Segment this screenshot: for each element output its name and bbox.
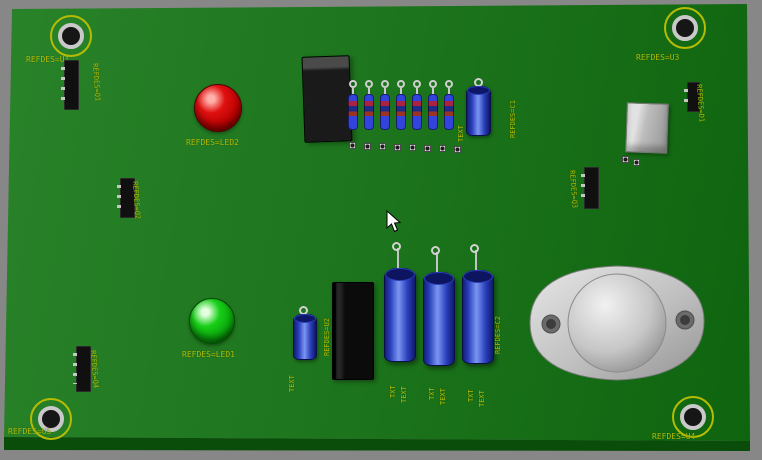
electrolytic-capacitor[interactable] xyxy=(462,270,494,364)
lead-wire xyxy=(432,88,434,94)
resistor-component[interactable] xyxy=(380,80,390,135)
solder-pad xyxy=(349,142,356,149)
lead-wire xyxy=(384,88,386,94)
solder-pad xyxy=(622,156,629,163)
red-led-component[interactable] xyxy=(194,84,242,132)
silkscreen-text: TEXT xyxy=(439,388,447,405)
silkscreen-text: TEXT xyxy=(478,390,486,407)
mounting-hole-bottom-right xyxy=(672,396,714,438)
mounting-hole-bottom-left xyxy=(30,398,72,440)
transistor-component[interactable] xyxy=(117,178,135,218)
silkscreen-text: TXT xyxy=(389,385,397,398)
transistor-component[interactable] xyxy=(73,346,91,392)
lead-loop xyxy=(392,242,401,251)
silkscreen-label-u3: REFDES=U3 xyxy=(636,53,680,62)
solder-pad xyxy=(409,144,416,151)
resistor-body xyxy=(412,94,422,130)
resistor-component[interactable] xyxy=(348,80,358,135)
ic-component[interactable] xyxy=(332,282,374,380)
lead-loop xyxy=(397,80,405,88)
silkscreen-label-led1: REFDES=LED1 xyxy=(182,350,235,359)
lead-wire xyxy=(368,88,370,94)
lead-wire xyxy=(400,88,402,94)
transistor-component[interactable] xyxy=(61,60,79,110)
cursor-arrow-icon xyxy=(386,209,402,233)
silkscreen-label-u5: REFDES=U5 xyxy=(8,427,52,436)
capacitor-component[interactable] xyxy=(466,86,491,136)
silkscreen-text: TXT xyxy=(428,387,436,400)
silkscreen-label-c1: REFDES=C1 xyxy=(509,100,517,138)
solder-pad xyxy=(379,143,386,150)
diode-component[interactable] xyxy=(684,82,700,112)
solder-pad xyxy=(633,159,640,166)
lead-loop xyxy=(365,80,373,88)
lead-loop xyxy=(429,80,437,88)
resistor-body xyxy=(396,94,406,130)
resistor-body xyxy=(428,94,438,130)
lead-loop xyxy=(349,80,357,88)
silkscreen-text: TEXT xyxy=(457,125,465,142)
mouse-cursor xyxy=(386,209,402,234)
resistor-component[interactable] xyxy=(428,80,438,135)
lead-wire xyxy=(416,88,418,94)
lead-wire xyxy=(352,88,354,94)
silkscreen-text: TXT xyxy=(467,389,475,402)
green-led-component[interactable] xyxy=(189,298,235,344)
electrolytic-capacitor[interactable] xyxy=(384,268,416,362)
electrolytic-capacitor[interactable] xyxy=(423,272,455,366)
lead-loop xyxy=(381,80,389,88)
solder-pad xyxy=(424,145,431,152)
solder-pad xyxy=(364,143,371,150)
silkscreen-text: TEXT xyxy=(288,375,296,392)
resistor-body xyxy=(364,94,374,130)
solder-pad xyxy=(454,146,461,153)
relay-component[interactable] xyxy=(301,55,353,143)
mounting-hole-top-left xyxy=(50,15,92,57)
drill-hole xyxy=(58,23,84,49)
lead-wire xyxy=(448,88,450,94)
lead-loop xyxy=(445,80,453,88)
capacitor-component[interactable] xyxy=(293,314,317,360)
lead-wire xyxy=(475,250,477,272)
lead-loop xyxy=(470,244,479,253)
drill-hole xyxy=(38,406,64,432)
metal-component[interactable] xyxy=(625,102,669,154)
lead-loop xyxy=(413,80,421,88)
to3-transistor-component[interactable] xyxy=(520,250,712,396)
silkscreen-label-u2: REFDES=U2 xyxy=(323,318,331,356)
silkscreen-label-led2: REFDES=LED2 xyxy=(186,138,239,147)
silkscreen-label-u4: REFDES=U4 xyxy=(652,432,696,441)
solder-pad xyxy=(394,144,401,151)
solder-pad xyxy=(439,145,446,152)
resistor-component[interactable] xyxy=(444,80,454,135)
resistor-component[interactable] xyxy=(412,80,422,135)
resistor-body xyxy=(444,94,454,130)
transistor-component[interactable] xyxy=(581,167,599,209)
silkscreen-label-c2: REFDES=C2 xyxy=(494,316,502,354)
resistor-body xyxy=(380,94,390,130)
mounting-hole-top-right xyxy=(664,7,706,49)
resistor-body xyxy=(348,94,358,130)
resistor-component[interactable] xyxy=(364,80,374,135)
silkscreen-text: TEXT xyxy=(400,386,408,403)
lead-wire xyxy=(436,252,438,274)
to3-transistor-graphic xyxy=(529,265,705,381)
drill-hole xyxy=(680,404,706,430)
drill-hole xyxy=(672,15,698,41)
lead-wire xyxy=(397,248,399,270)
lead-loop xyxy=(431,246,440,255)
silkscreen-label-u1: REFDES=U1 xyxy=(26,55,70,64)
resistor-component[interactable] xyxy=(396,80,406,135)
